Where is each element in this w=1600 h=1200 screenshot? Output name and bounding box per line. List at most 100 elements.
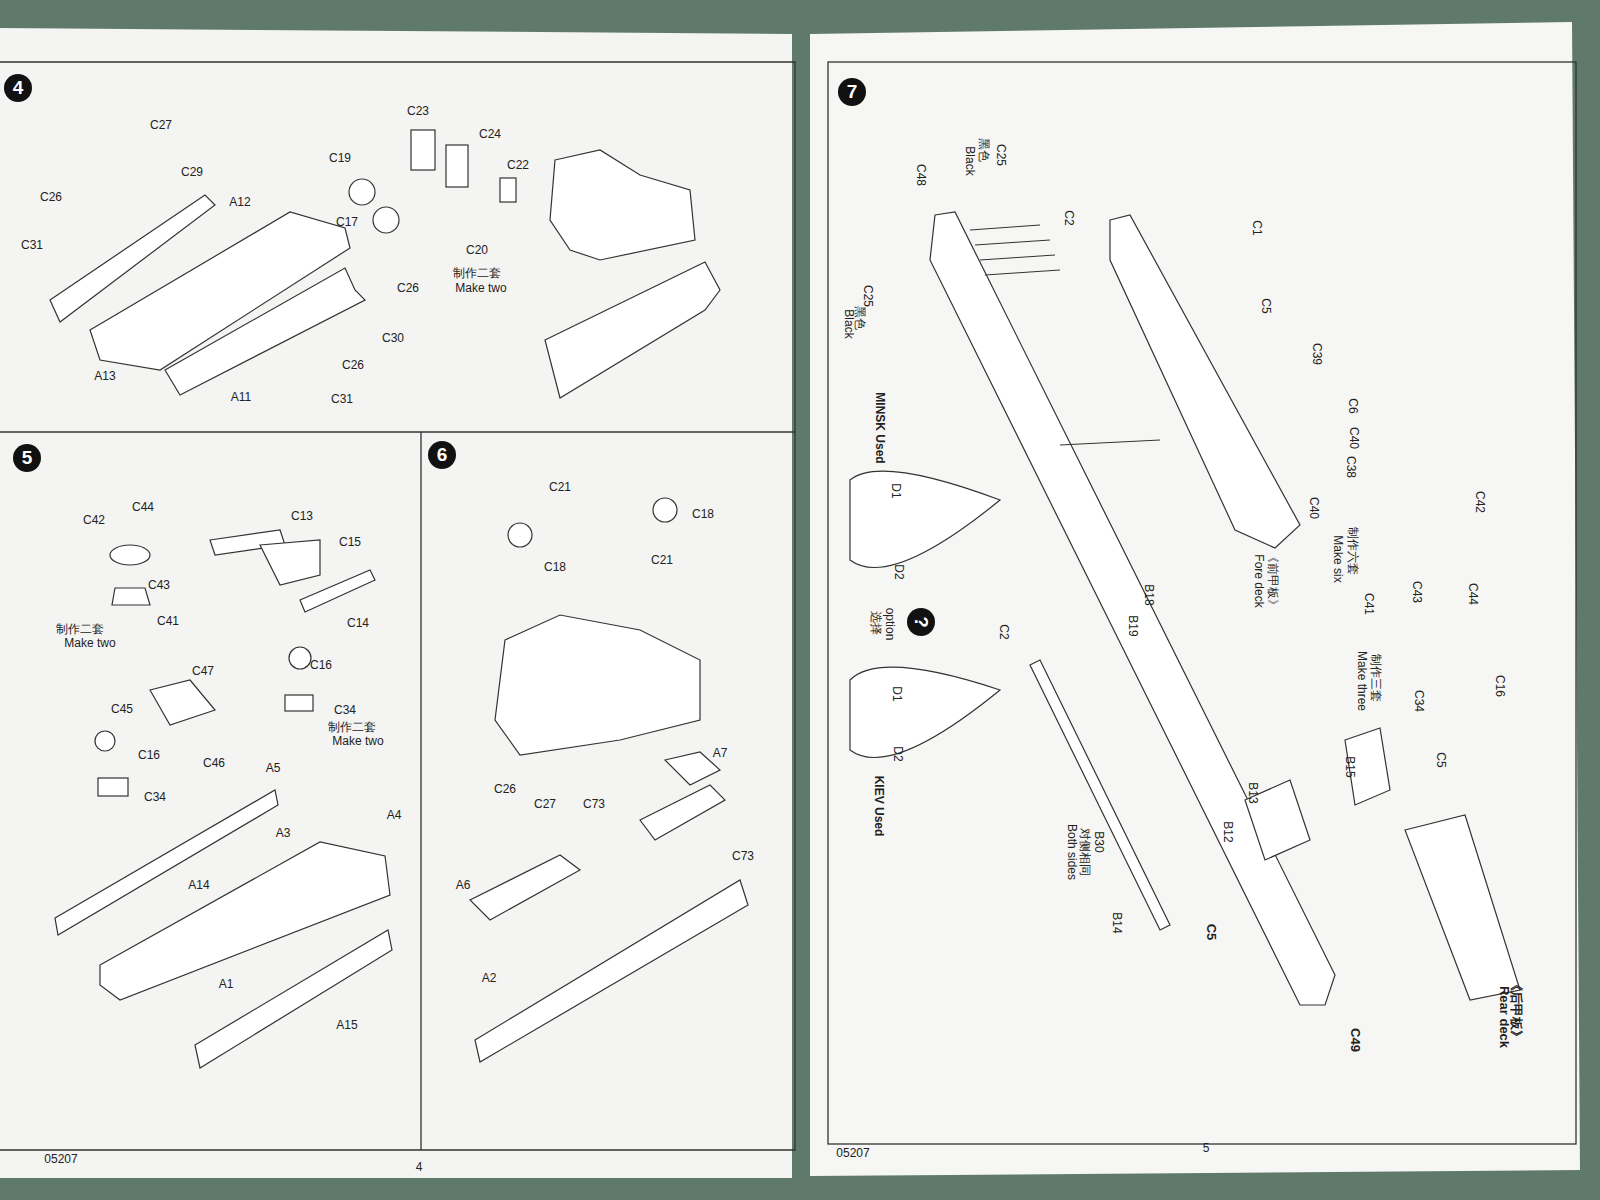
- part-number: B18: [1141, 584, 1154, 605]
- part-number: B12: [1220, 821, 1233, 842]
- left-page: [0, 28, 792, 1178]
- step-number: 5: [13, 444, 41, 472]
- part-number: C27: [150, 119, 172, 132]
- step-label: 5: [22, 447, 33, 469]
- part-number: C29: [181, 166, 203, 179]
- part-number: D2: [890, 746, 903, 761]
- note-text: 4: [416, 1161, 423, 1174]
- part-number: B13: [1245, 782, 1258, 803]
- part-number: C21: [549, 481, 571, 494]
- note-text: Black: [962, 146, 975, 175]
- step-label: 7: [847, 81, 858, 103]
- part-number: C16: [138, 749, 160, 762]
- note-text: Make two: [455, 282, 506, 295]
- part-number: C21: [651, 554, 673, 567]
- part-number: C1: [1249, 220, 1262, 235]
- note-text: 制作二套: [453, 267, 501, 280]
- note-text: Make six: [1330, 535, 1343, 582]
- part-number: C44: [1465, 583, 1478, 605]
- part-number: B15: [1342, 756, 1355, 777]
- part-number: B14: [1109, 912, 1122, 933]
- part-number: C30: [382, 332, 404, 345]
- note-text: 《前甲板》: [1265, 551, 1278, 611]
- part-number: C15: [339, 536, 361, 549]
- note-text: 选择: [868, 611, 881, 635]
- part-number: C16: [310, 659, 332, 672]
- part-number: C41: [1361, 593, 1374, 615]
- part-number: C26: [397, 282, 419, 295]
- part-number: A11: [231, 391, 251, 404]
- part-number: C26: [494, 783, 516, 796]
- part-number: C16: [1492, 675, 1505, 697]
- note-text: Both sides: [1064, 824, 1077, 880]
- step-number: 7: [838, 78, 866, 106]
- part-number: C47: [192, 665, 214, 678]
- part-number: D2: [891, 564, 904, 579]
- part-number: A15: [336, 1019, 357, 1032]
- part-number: C5: [1433, 752, 1446, 767]
- note-text: KIEV Used: [871, 776, 884, 837]
- part-number: C40: [1346, 427, 1359, 449]
- part-number: C43: [148, 579, 170, 592]
- part-number: C5: [1204, 924, 1218, 941]
- note-text: 制作六套: [1345, 527, 1358, 575]
- part-number: C43: [1409, 581, 1422, 603]
- part-number: C42: [1472, 491, 1485, 513]
- part-number: C31: [21, 239, 43, 252]
- part-number: A12: [229, 196, 250, 209]
- note-text: option: [882, 608, 895, 641]
- part-number: C34: [144, 791, 166, 804]
- part-number: C20: [466, 244, 488, 257]
- note-text: 制作三套: [1368, 654, 1381, 702]
- part-number: C2: [996, 624, 1009, 639]
- step-label: 4: [13, 77, 24, 99]
- part-number: C49: [1348, 1028, 1362, 1052]
- part-number: C23: [407, 105, 429, 118]
- part-number: C48: [913, 164, 926, 186]
- part-number: A14: [188, 879, 209, 892]
- part-number: C25: [860, 285, 873, 307]
- note-text: Black: [841, 309, 854, 338]
- note-text: MINSK Used: [872, 392, 885, 463]
- part-number: D1: [889, 686, 902, 701]
- part-number: C2: [1061, 210, 1074, 225]
- part-number: C26: [342, 359, 364, 372]
- note-text: 5: [1203, 1142, 1210, 1155]
- part-number: A2: [482, 972, 497, 985]
- part-number: C44: [132, 501, 154, 514]
- part-number: C6: [1345, 398, 1358, 413]
- part-number: A4: [387, 809, 402, 822]
- step-number: ?: [907, 608, 935, 636]
- step-label: ?: [910, 616, 932, 628]
- note-text: 对侧相同: [1077, 828, 1090, 876]
- part-number: C19: [329, 152, 351, 165]
- part-number: A6: [456, 879, 471, 892]
- part-number: C34: [1411, 690, 1424, 712]
- part-number: C26: [40, 191, 62, 204]
- note-text: Fore deck: [1251, 554, 1264, 607]
- part-number: A3: [276, 827, 291, 840]
- part-number: C39: [1309, 343, 1322, 365]
- part-number: B19: [1125, 615, 1138, 636]
- part-number: C73: [732, 850, 754, 863]
- part-number: C24: [479, 128, 501, 141]
- part-number: C13: [291, 510, 313, 523]
- part-number: C5: [1258, 298, 1271, 313]
- step-label: 6: [437, 444, 448, 466]
- part-number: C27: [534, 798, 556, 811]
- part-number: C17: [336, 216, 358, 229]
- part-number: C31: [331, 393, 353, 406]
- part-number: C34: [334, 704, 356, 717]
- note-text: Rear deck: [1497, 986, 1511, 1048]
- note-text: Make two: [332, 735, 383, 748]
- part-number: C18: [692, 508, 714, 521]
- part-number: C18: [544, 561, 566, 574]
- part-number: A7: [713, 747, 728, 760]
- note-text: 黑色: [976, 138, 989, 162]
- part-number: B30: [1091, 831, 1104, 852]
- part-number: A13: [94, 370, 115, 383]
- part-number: C46: [203, 757, 225, 770]
- part-number: D1: [888, 483, 901, 498]
- note-text: 制作二套: [328, 721, 376, 734]
